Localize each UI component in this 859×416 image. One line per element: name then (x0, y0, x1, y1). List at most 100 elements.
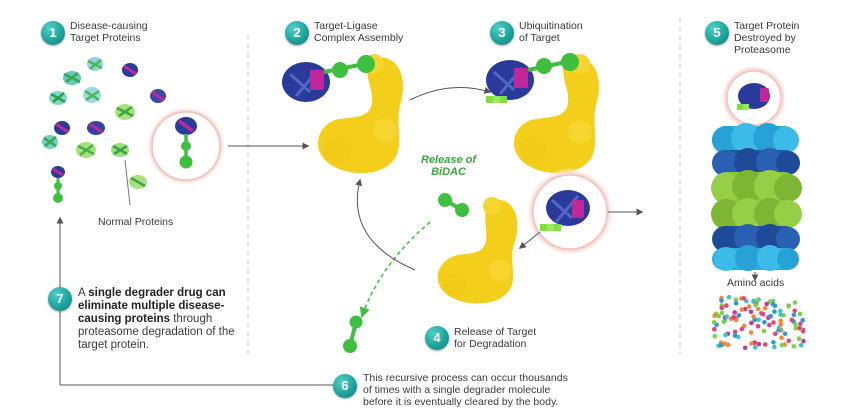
arrow-zoom-to-ligase (518, 231, 541, 249)
zoom-ubiquitinated-target (526, 168, 614, 256)
amino-acid-dot (739, 326, 745, 332)
amino-acid-dot (796, 336, 802, 342)
amino-acid-dot (721, 319, 727, 325)
amino-acid-dot (733, 297, 739, 303)
amino-acid-dot (801, 338, 806, 344)
step-7-badge: 7 (48, 287, 72, 311)
step-5-label: Target Protein Destroyed by Proteasome (734, 20, 800, 56)
pointer-line (124, 159, 131, 206)
amino-acid-dot (726, 294, 732, 300)
amino-acid-dot (773, 331, 778, 337)
amino-acid-dot (732, 333, 738, 338)
zoom-target-with-degrader (146, 106, 226, 186)
amino-acid-dot (712, 313, 717, 319)
step-3-badge: 3 (490, 21, 514, 45)
normal-proteins-label: Normal Proteins (98, 216, 174, 228)
amino-acid-dot (753, 345, 758, 350)
amino-acid-dot (712, 334, 718, 339)
amino-acid-dot (712, 326, 717, 332)
amino-acid-dot (771, 339, 776, 345)
protein-crowd (42, 57, 166, 206)
normal-protein-icon (129, 175, 147, 189)
arrow-bidac-release (359, 221, 431, 318)
amino-acid-dot (793, 322, 798, 327)
amino-acid-dot (797, 311, 803, 317)
amino-acid-dot (741, 296, 747, 301)
amino-acid-dot (779, 335, 784, 341)
step-2-badge: 2 (285, 21, 309, 45)
amino-acid-dot (792, 308, 797, 314)
normal-protein-icon (49, 91, 67, 105)
amino-acid-dot (716, 313, 721, 319)
amino-acid-dot (798, 321, 803, 327)
amino-acid-dot (719, 298, 724, 303)
step-7-text-lead: A (78, 287, 89, 299)
amino-acid-dot (772, 309, 777, 314)
amino-acid-dot (767, 322, 772, 328)
released-ligase (437, 197, 518, 304)
amino-acid-dot (762, 305, 768, 311)
amino-acid-dot (768, 314, 773, 319)
proteasome (711, 123, 802, 271)
normal-protein-icon (115, 104, 135, 120)
proteasome-target-zoom (721, 65, 787, 131)
amino-acid-dot (778, 318, 783, 324)
amino-acid-dot (761, 328, 767, 334)
amino-acid-dot (793, 325, 798, 331)
arrow-step4-to-2 (355, 178, 416, 271)
amino-acid-dot (798, 342, 804, 348)
ubiquitination-complex (486, 53, 599, 174)
amino-acid-dot (791, 312, 797, 318)
amino-acid-dot (789, 317, 795, 323)
step-7-text-tail: through proteasome degradation of the ta… (78, 313, 235, 351)
degrader-ball (53, 193, 63, 203)
normal-protein-icon (63, 71, 81, 85)
amino-acid-dot (751, 298, 756, 304)
arrow-step2-to-3 (409, 87, 492, 101)
normal-protein-icon (87, 57, 103, 71)
amino-acid-dot (733, 301, 739, 306)
amino-acid-dot (722, 341, 728, 347)
amino-acid-dot (748, 330, 754, 335)
amino-acid-dot (711, 320, 717, 325)
step-1-label: Disease-causing Target Proteins (70, 20, 148, 44)
step-7-text-bold: single degrader drug can eliminate multi… (78, 287, 226, 325)
normal-protein-icon (76, 142, 96, 158)
amino-acid-dot (756, 341, 762, 347)
amino-acid-dot (724, 314, 729, 319)
step-3-label: Ubiquitination of Target (519, 20, 583, 44)
target-protein-icon (122, 63, 138, 77)
amino-acid-dot (779, 342, 785, 348)
amino-acid-dot (778, 322, 784, 327)
amino-acid-dot (763, 342, 768, 347)
amino-acid-dot (719, 310, 725, 316)
amino-acid-dot (731, 315, 737, 320)
amino-acid-dot (749, 341, 754, 346)
amino-acid-dot (771, 320, 776, 325)
step-4-badge: 4 (425, 326, 449, 350)
amino-acid-dot (791, 344, 797, 349)
amino-acid-dot (742, 345, 748, 351)
step-7-label: A single degrader drug can eliminate mul… (78, 287, 238, 352)
amino-acid-dot (748, 309, 754, 315)
ligase-complex (282, 54, 403, 174)
degrader-ball (54, 182, 62, 190)
amino-acid-dot (719, 305, 725, 311)
target-protein-icon (51, 166, 65, 178)
amino-acid-dot (782, 331, 788, 337)
amino-acid-dot (772, 344, 777, 350)
amino-acid-dot (755, 298, 761, 303)
amino-acid-dot (756, 317, 761, 323)
step-1-badge: 1 (41, 21, 65, 45)
normal-protein-icon (111, 143, 129, 157)
amino-acid-dot (755, 323, 761, 329)
amino-acids-label: Amino acids (727, 277, 785, 289)
step-6-label: This recursive process can occur thousan… (363, 372, 568, 408)
amino-acid-dot (732, 310, 737, 315)
step-4-label: Release of Target for Degradation (454, 326, 537, 350)
normal-protein-icon (42, 135, 58, 149)
amino-acid-dot (800, 317, 805, 323)
step-6-badge: 6 (333, 374, 357, 398)
